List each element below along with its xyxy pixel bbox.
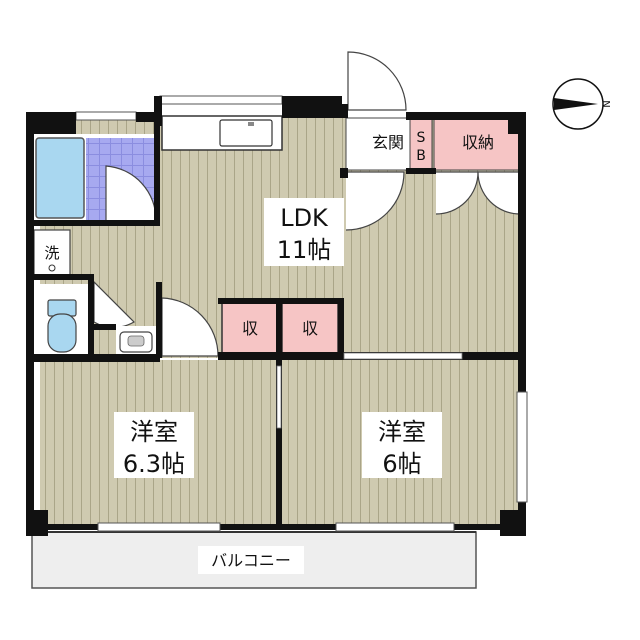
balcony-window-right — [335, 522, 455, 532]
storage-label: 収納 — [462, 133, 494, 152]
side-window — [516, 391, 528, 503]
storage-door-right-swing — [477, 171, 521, 215]
entrance-area — [345, 117, 411, 171]
ldk-name: LDK — [280, 204, 329, 232]
western-room-2-size: 6帖 — [382, 450, 421, 478]
western-room-1-name: 洋室 — [130, 418, 178, 446]
closet-right-label: 収 — [302, 319, 318, 338]
bathroom-window — [75, 111, 137, 121]
western-room-1-size: 6.3帖 — [123, 450, 185, 478]
balcony-label: バルコニー — [211, 551, 291, 570]
closet-left-label: 収 — [242, 319, 258, 338]
kitchen-sink — [219, 119, 273, 147]
laundry-drain-icon — [48, 264, 56, 272]
storage-closet — [433, 117, 523, 171]
entrance-label: 玄関 — [372, 133, 404, 152]
western-room-2-name: 洋室 — [378, 418, 426, 446]
kitchen-window — [159, 95, 283, 105]
entrance-inner-door-swing — [345, 171, 405, 231]
shoe-box-label-bottom: B — [416, 148, 426, 164]
ldk-size: 11帖 — [277, 236, 332, 264]
shoe-box-label-top: S — [417, 130, 426, 146]
entrance-door-swing — [347, 51, 407, 111]
compass-north-label: N — [600, 100, 611, 107]
compass: N — [552, 78, 611, 130]
laundry-label: 洗 — [44, 244, 59, 262]
balcony-window-left — [97, 522, 221, 532]
sliding-door — [343, 352, 463, 360]
hall-door-swing — [161, 297, 219, 357]
toilet-bowl-icon — [47, 313, 77, 353]
sliding-door-2 — [276, 365, 282, 429]
bathtub — [35, 137, 85, 219]
compass-needle-icon — [554, 98, 598, 110]
